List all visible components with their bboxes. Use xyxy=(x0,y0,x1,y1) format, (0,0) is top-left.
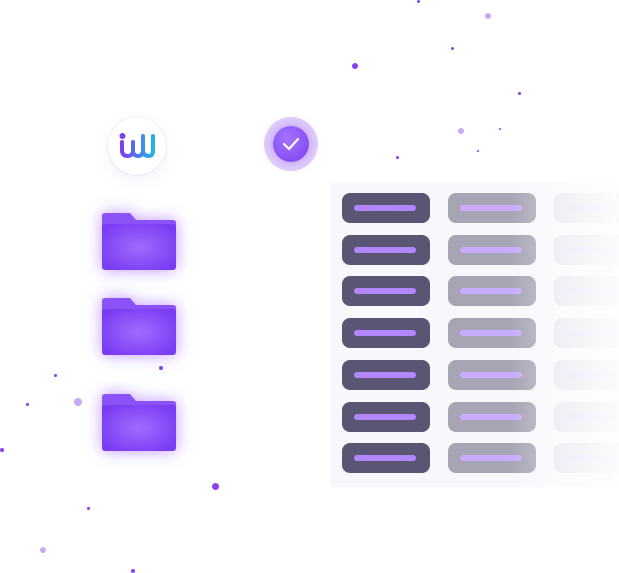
text-placeholder-bar xyxy=(354,414,416,420)
text-placeholder-bar xyxy=(354,330,416,336)
text-placeholder-bar xyxy=(354,247,416,253)
table-cell xyxy=(554,235,619,265)
table-cell xyxy=(448,443,536,473)
data-table-panel xyxy=(330,182,619,487)
table-row xyxy=(342,318,619,348)
text-placeholder-bar xyxy=(566,372,619,378)
check-circle xyxy=(273,126,309,162)
table-cell xyxy=(554,193,619,223)
check-icon xyxy=(282,137,300,151)
table-cell xyxy=(342,402,430,432)
folder-icon xyxy=(102,394,176,451)
text-placeholder-bar xyxy=(460,205,522,211)
table-row xyxy=(342,193,619,223)
decorative-dot xyxy=(477,150,479,152)
table-row xyxy=(342,276,619,306)
table-row xyxy=(342,360,619,390)
folder-icon xyxy=(102,298,176,355)
text-placeholder-bar xyxy=(460,247,522,253)
decorative-dot xyxy=(131,569,135,573)
table-cell xyxy=(342,360,430,390)
text-placeholder-bar xyxy=(566,414,619,420)
text-placeholder-bar xyxy=(354,455,416,461)
text-placeholder-bar xyxy=(460,288,522,294)
decorative-dot xyxy=(518,92,521,95)
table-cell xyxy=(448,402,536,432)
table-cell xyxy=(554,276,619,306)
decorative-dot xyxy=(159,366,163,370)
decorative-dot xyxy=(212,483,219,490)
table-cell xyxy=(342,193,430,223)
table-cell xyxy=(448,276,536,306)
table-row xyxy=(342,235,619,265)
decorative-dot xyxy=(74,398,82,406)
decorative-dot xyxy=(54,374,57,377)
text-placeholder-bar xyxy=(354,372,416,378)
text-placeholder-bar xyxy=(460,372,522,378)
table-cell xyxy=(448,360,536,390)
text-placeholder-bar xyxy=(566,247,619,253)
text-placeholder-bar xyxy=(566,455,619,461)
decorative-dot xyxy=(458,128,464,134)
table-cell xyxy=(554,318,619,348)
logo-w-icon xyxy=(119,133,155,158)
table-cell xyxy=(342,276,430,306)
table-cell xyxy=(448,193,536,223)
decorative-dot xyxy=(396,156,399,159)
table-cell xyxy=(448,318,536,348)
decorative-dot xyxy=(40,547,46,553)
decorative-dot xyxy=(451,47,454,50)
decorative-dot xyxy=(26,403,29,406)
text-placeholder-bar xyxy=(354,205,416,211)
table-cell xyxy=(342,443,430,473)
text-placeholder-bar xyxy=(460,414,522,420)
table-cell xyxy=(554,402,619,432)
table-row xyxy=(342,443,619,473)
decorative-dot xyxy=(87,507,90,510)
text-placeholder-bar xyxy=(566,330,619,336)
folder-icon xyxy=(102,213,176,270)
decorative-dot xyxy=(352,63,358,69)
table-cell xyxy=(554,443,619,473)
text-placeholder-bar xyxy=(566,205,619,211)
logo-badge xyxy=(108,117,166,175)
text-placeholder-bar xyxy=(460,455,522,461)
status-check-badge xyxy=(264,117,318,171)
text-placeholder-bar xyxy=(566,288,619,294)
table-row xyxy=(342,402,619,432)
decorative-dot xyxy=(499,128,501,130)
decorative-dot xyxy=(417,0,420,3)
decorative-dot xyxy=(485,13,491,19)
table-cell xyxy=(554,360,619,390)
text-placeholder-bar xyxy=(354,288,416,294)
table-cell xyxy=(342,235,430,265)
decorative-dot xyxy=(0,448,4,452)
table-cell xyxy=(448,235,536,265)
table-cell xyxy=(342,318,430,348)
text-placeholder-bar xyxy=(460,330,522,336)
